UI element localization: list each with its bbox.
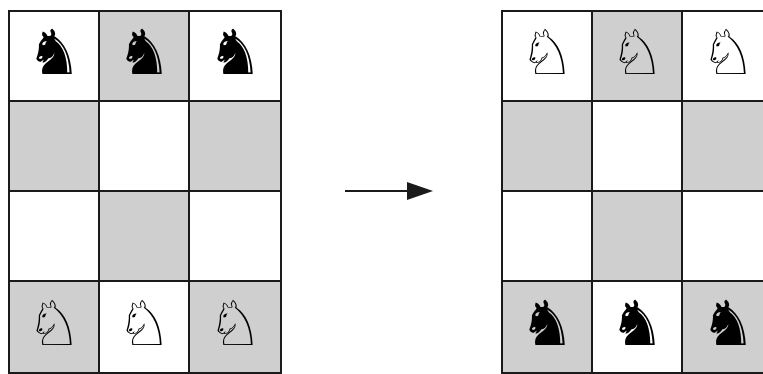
- board-square: [683, 192, 763, 282]
- board-square: ♘: [100, 282, 190, 372]
- board-square: ♘: [503, 12, 593, 102]
- board-square: [593, 102, 683, 192]
- black-knight-icon: ♞: [26, 16, 82, 89]
- white-knight-icon: ♘: [207, 287, 263, 360]
- board-square: ♘: [683, 12, 763, 102]
- board-square: ♞: [503, 282, 593, 372]
- board-square: [190, 192, 280, 282]
- board-square: [683, 102, 763, 192]
- board-square: [503, 192, 593, 282]
- black-knight-icon: ♞: [207, 16, 263, 89]
- board-square: ♞: [593, 282, 683, 372]
- board-square: ♞: [683, 282, 763, 372]
- board-square: ♞: [100, 12, 190, 102]
- board-square: ♘: [190, 282, 280, 372]
- board-square: ♞: [190, 12, 280, 102]
- board-square: [100, 102, 190, 192]
- white-knight-icon: ♘: [26, 287, 82, 360]
- arrow-right-icon: [345, 182, 433, 200]
- white-knight-icon: ♘: [116, 287, 172, 360]
- white-knight-icon: ♘: [609, 16, 665, 89]
- chessboard-end: ♘ ♘ ♘ ♞ ♞ ♞: [501, 10, 763, 374]
- black-knight-icon: ♞: [116, 16, 172, 89]
- white-knight-icon: ♘: [700, 16, 756, 89]
- black-knight-icon: ♞: [519, 287, 575, 360]
- board-square: [10, 102, 100, 192]
- black-knight-icon: ♞: [700, 287, 756, 360]
- chessboard-start: ♞ ♞ ♞ ♘ ♘ ♘: [8, 10, 282, 374]
- board-square: [503, 102, 593, 192]
- board-square: [10, 192, 100, 282]
- black-knight-icon: ♞: [609, 287, 665, 360]
- board-square: [100, 192, 190, 282]
- board-square: [190, 102, 280, 192]
- board-square: ♘: [593, 12, 683, 102]
- white-knight-icon: ♘: [519, 16, 575, 89]
- board-square: ♘: [10, 282, 100, 372]
- board-square: [593, 192, 683, 282]
- board-square: ♞: [10, 12, 100, 102]
